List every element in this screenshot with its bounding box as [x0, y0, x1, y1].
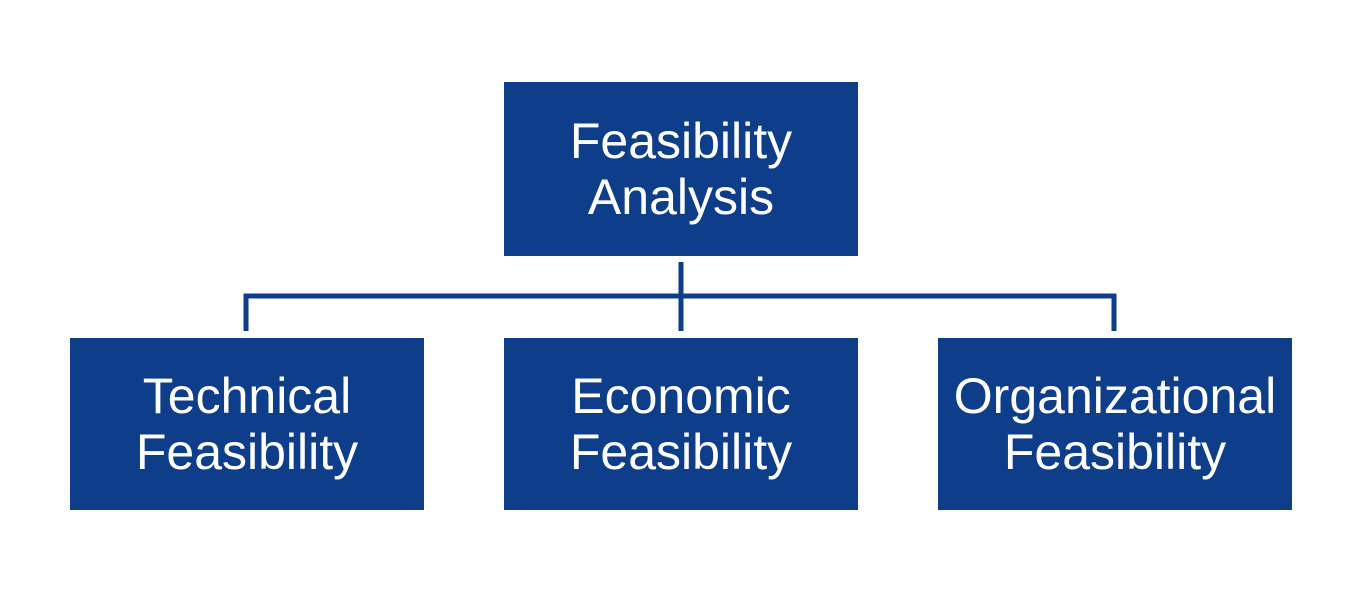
child-node-technical-feasibility: Technical Feasibility	[70, 338, 424, 510]
root-node-label: Feasibility Analysis	[569, 113, 793, 225]
organizational-node-label: Organizational Feasibility	[953, 368, 1277, 480]
economic-node-label: Economic Feasibility	[569, 368, 793, 480]
root-node-feasibility-analysis: Feasibility Analysis	[504, 82, 858, 256]
child-node-organizational-feasibility: Organizational Feasibility	[938, 338, 1292, 510]
technical-node-label: Technical Feasibility	[135, 368, 359, 480]
child-node-economic-feasibility: Economic Feasibility	[504, 338, 858, 510]
